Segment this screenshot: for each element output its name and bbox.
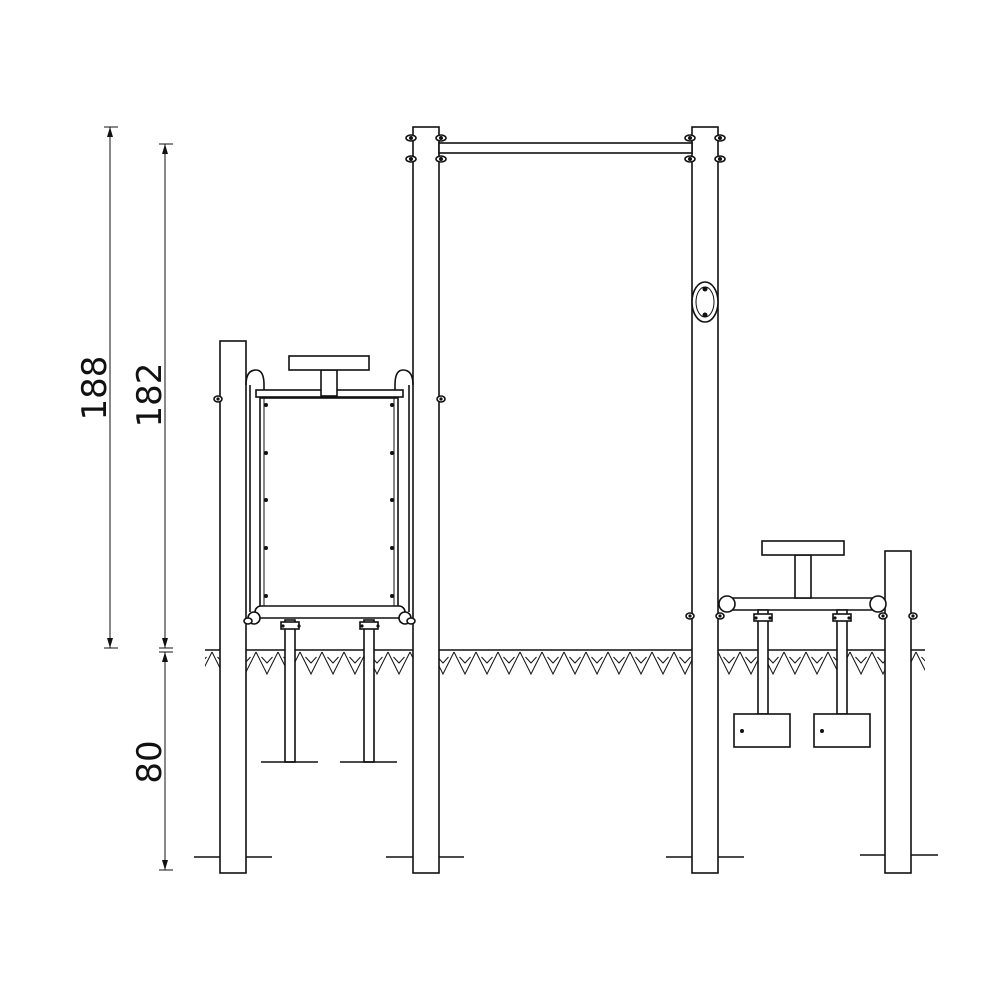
dimension-182: 182 — [130, 143, 173, 649]
post-far-left — [219, 340, 247, 874]
post-tall-left — [412, 126, 440, 874]
posts — [219, 126, 912, 874]
post-tall-right — [691, 126, 719, 874]
bar-clamp-right — [684, 134, 726, 163]
dimension-188-label: 188 — [75, 356, 115, 421]
dimension-188: 188 — [75, 126, 118, 649]
pull-up-bar — [405, 134, 726, 163]
right-exercise-station — [685, 540, 918, 748]
dimension-182-label: 182 — [130, 363, 170, 428]
bar-clamp-left — [405, 134, 447, 163]
oval-label-plate — [691, 281, 719, 323]
panel-rivets — [264, 403, 394, 598]
footing-plates — [194, 854, 938, 858]
dimension-80: 80 — [130, 651, 173, 871]
dimension-80-label: 80 — [130, 740, 170, 783]
left-exercise-station — [213, 355, 446, 763]
post-far-right — [884, 550, 912, 874]
